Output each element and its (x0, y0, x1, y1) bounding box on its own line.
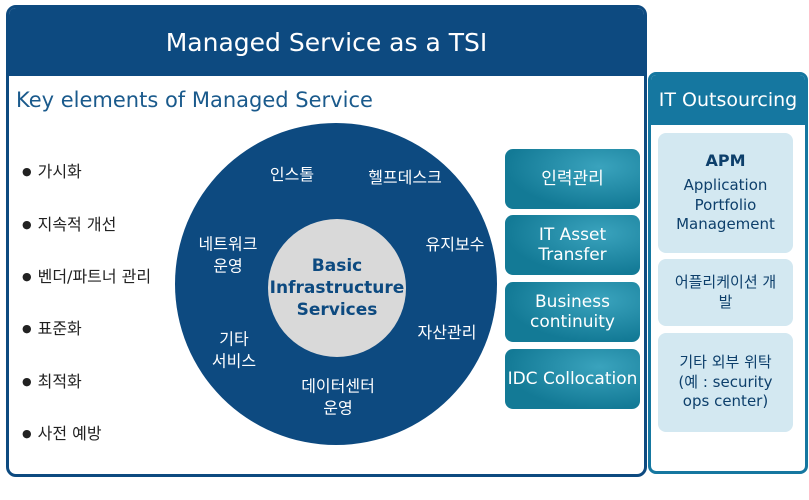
bullet-item: 사전 예방 (22, 420, 102, 444)
ring-label: 헬프데스크 (368, 168, 442, 188)
ring-label: 인스톨 (269, 165, 315, 185)
bullet-item: 지속적 개선 (22, 211, 117, 235)
ring-label: 기타 서비스 (211, 329, 257, 370)
service-box: IDC Collocation (505, 349, 640, 409)
ring-label: 자산관리 (417, 323, 477, 343)
apm-description: Application Portfolio Management (676, 176, 775, 234)
bullet-item: 표준화 (22, 315, 82, 339)
app-dev-box: 어플리케이션 개발 (658, 259, 793, 326)
service-box: IT Asset Transfer (505, 215, 640, 275)
panel-title: Managed Service as a TSI (9, 8, 644, 76)
apm-title: APM (705, 151, 746, 171)
ring-label: 유지보수 (425, 235, 485, 255)
app-dev-label: 어플리케이션 개발 (674, 273, 777, 311)
apm-box: APM Application Portfolio Management (658, 133, 793, 253)
bullet-item: 벤더/파트너 관리 (22, 263, 152, 287)
ring-label: 네트워크 운영 (198, 234, 258, 275)
key-elements-heading: Key elements of Managed Service (16, 88, 373, 112)
bullet-item: 최적화 (22, 368, 82, 392)
ring-label: 데이터센터 운영 (301, 376, 375, 417)
service-box: 인력관리 (505, 149, 640, 209)
core-circle: Basic Infrastructure Services (268, 219, 406, 357)
bullet-item: 가시화 (22, 158, 82, 182)
outsourcing-title: IT Outsourcing (651, 75, 805, 125)
other-outsourcing-box: 기타 외부 위탁 (예 : security ops center) (658, 333, 793, 432)
other-outsourcing-label: 기타 외부 위탁 (예 : security ops center) (678, 353, 773, 411)
service-box: Business continuity (505, 282, 640, 342)
